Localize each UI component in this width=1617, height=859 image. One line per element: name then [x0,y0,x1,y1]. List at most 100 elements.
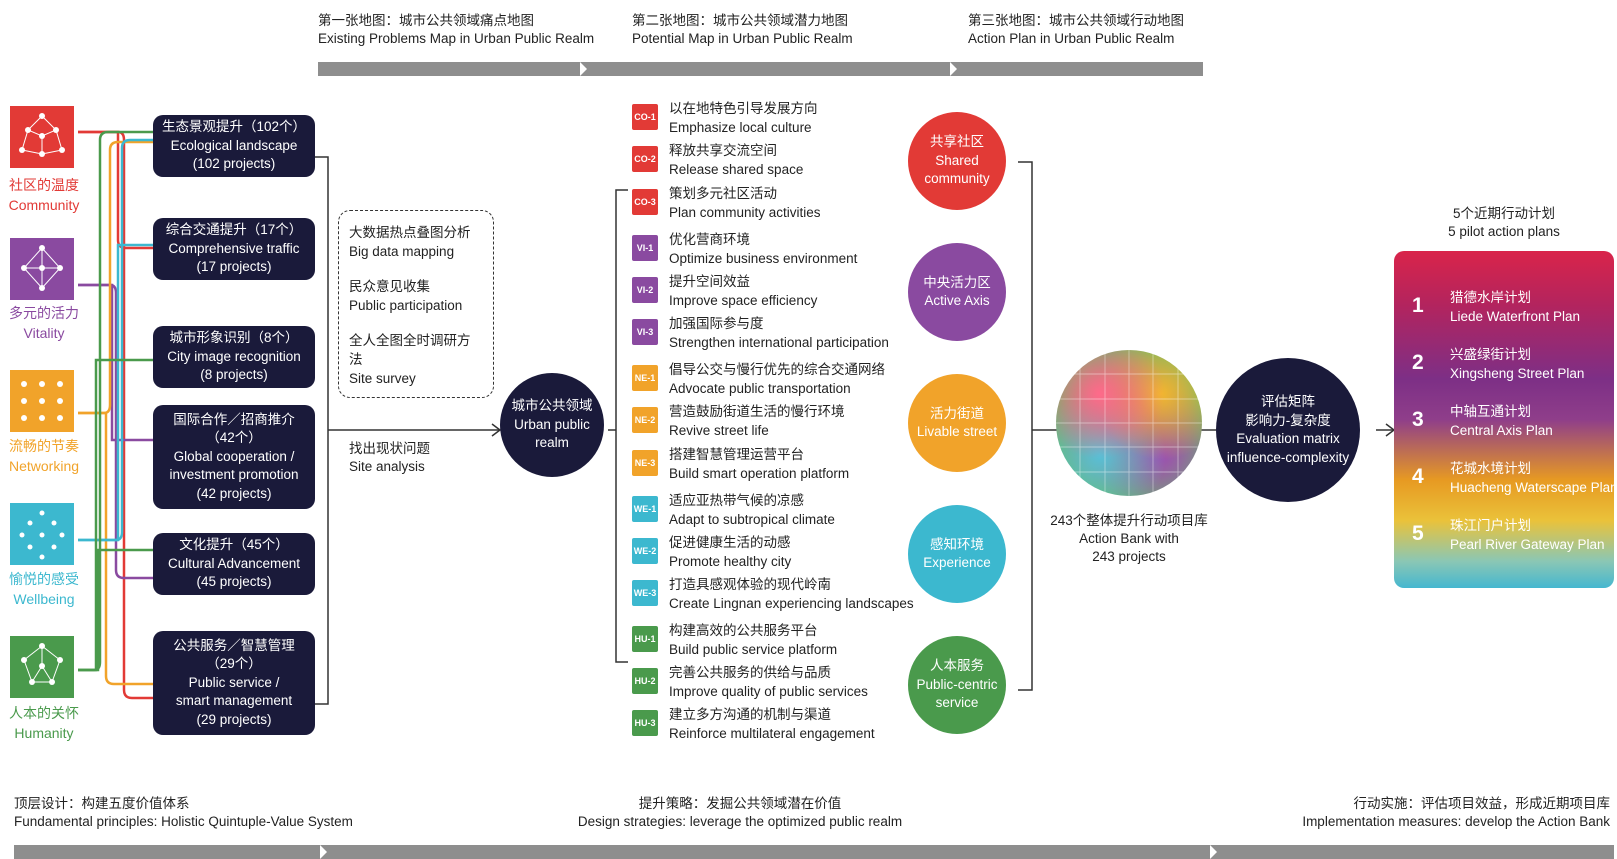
category-count: (102 projects) [192,156,276,172]
methods-box: 大数据热点叠图分析 Big data mapping 民众意见收集 Public… [338,210,494,398]
top-stage-2: 第二张地图：城市公共领域潜力地图 Potential Map in Urban … [632,12,853,48]
strategy-code-badge: NE-2 [632,407,658,433]
strategy-en: Promote healthy city [669,554,792,569]
category-en: Global cooperation / [173,448,295,464]
strategy-zh: 以在地特色引导发展方向 [669,101,818,116]
top-progress-bar [318,62,1203,76]
method-item: 大数据热点叠图分析 Big data mapping [349,223,483,261]
method-zh: 大数据热点叠图分析 [349,225,471,240]
plans-title: 5个近期行动计划 5 pilot action plans [1394,205,1614,241]
plan-zh: 兴盛绿街计划 [1450,347,1531,362]
action-bank-mosaic-icon [1056,350,1202,496]
category-zh-count: （29个） [206,656,262,672]
community-network-icon [10,106,74,168]
plan-number: 2 [1412,351,1424,374]
center-circle-en: Urban public [514,416,590,432]
goal-zh: 共享社区 [930,134,984,150]
value-community-zh: 社区的温度 [9,177,79,193]
plan-en: Xingsheng Street Plan [1450,366,1585,381]
strategy-code-badge: VI-2 [632,277,658,303]
category-ecological-landscape: 生态景观提升（102个） Ecological landscape (102 p… [153,115,315,177]
value-networking-zh: 流畅的节奏 [9,438,79,454]
bottom-stage-1-en: Fundamental principles: Holistic Quintup… [14,814,353,829]
plan-number: 5 [1412,522,1424,545]
strategy-code-badge: HU-3 [632,710,658,736]
site-analysis-zh: 找出现状问题 [349,441,430,456]
strategy-zh: 打造具感观体验的现代岭南 [669,577,831,592]
category-zh: 城市形象识别（8个） [169,330,299,346]
strategy-en: Optimize business environment [669,251,858,266]
plan-zh: 珠江门户计划 [1450,518,1531,533]
strategy-en: Advocate public transportation [669,381,851,396]
method-en: Big data mapping [349,244,455,259]
top-stage-2-zh: 第二张地图：城市公共领域潜力地图 [632,13,848,28]
bottom-progress-bar [14,845,1614,859]
plan-number: 4 [1412,465,1424,488]
value-humanity: 人本的关怀 Humanity [0,703,88,743]
goal-en: Livable street [916,424,998,439]
strategy-code-badge: VI-1 [632,235,658,261]
bottom-stage-1-zh: 顶层设计：构建五度价值体系 [14,796,190,811]
top-stage-3-zh: 第三张地图：城市公共领域行动地图 [968,13,1184,28]
goal-en-2: service [935,695,979,711]
plan-en: Liede Waterfront Plan [1450,309,1581,324]
strategy-code-badge: WE-1 [632,496,658,522]
strategy-zh: 策划多元社区活动 [669,186,777,201]
strategy-en: Adapt to subtropical climate [669,512,835,527]
bottom-stage-3-en: Implementation measures: develop the Act… [1302,814,1610,829]
evaluation-zh-2: 影响力-复杂度 [1245,412,1331,428]
evaluation-matrix-circle: 评估矩阵 影响力-复杂度 Evaluation matrix influence… [1216,358,1360,502]
goal-public-centric-service: 人本服务 Public-centric service [908,636,1006,734]
value-networking-en: Networking [8,458,80,474]
method-zh: 全人全图全时调研方法 [349,333,471,367]
category-en: Ecological landscape [170,137,298,153]
method-item: 全人全图全时调研方法 Site survey [349,331,483,388]
plans-title-zh: 5个近期行动计划 [1452,206,1555,221]
strategy-code-badge: VI-3 [632,319,658,345]
goal-active-axis: 中央活力区 Active Axis [908,243,1006,341]
goal-en: Active Axis [924,293,990,308]
goal-en: Public-centric [916,676,998,692]
category-comprehensive-traffic: 综合交通提升（17个） Comprehensive traffic (17 pr… [153,218,315,280]
category-city-image: 城市形象识别（8个） City image recognition (8 pro… [153,326,315,388]
action-bank-zh: 243个整体提升行动项目库 [1050,513,1208,528]
strategy-code-badge: CO-3 [632,189,658,215]
chevron-divider-icon [580,62,587,76]
chevron-divider-icon [1210,845,1217,859]
evaluation-en-2: influence-complexity [1226,449,1350,465]
top-stage-3: 第三张地图：城市公共领域行动地图 Action Plan in Urban Pu… [968,12,1184,48]
center-circle-en-2: realm [535,435,569,451]
strategy-zh: 加强国际参与度 [669,316,764,331]
strategy-zh: 提升空间效益 [669,274,750,289]
plan-number: 3 [1412,408,1424,431]
center-circle-zh: 城市公共领域 [511,398,593,414]
strategy-en: Emphasize local culture [669,120,812,135]
strategy-code-badge: NE-1 [632,365,658,391]
value-community: 社区的温度 Community [0,175,88,215]
strategy-code-badge: WE-2 [632,538,658,564]
strategy-code-badge: WE-3 [632,580,658,606]
goal-experience: 感知环境 Experience [908,505,1006,603]
plan-zh: 中轴互通计划 [1450,404,1531,419]
goal-zh: 活力街道 [930,405,984,421]
strategy-zh: 释放共享交流空间 [669,143,777,158]
value-vitality-zh: 多元的活力 [9,305,79,321]
value-wellbeing-en: Wellbeing [13,591,75,607]
goal-zh: 中央活力区 [923,274,991,290]
category-en: Cultural Advancement [167,555,301,571]
category-zh-count: （42个） [206,430,262,446]
plan-en: Central Axis Plan [1450,423,1553,438]
category-zh: 公共服务／智慧管理 [173,637,295,653]
strategy-en: Release shared space [669,162,804,177]
strategy-en: Improve space efficiency [669,293,818,308]
bottom-stage-3: 行动实施：评估项目效益，形成近期项目库 Implementation measu… [1250,795,1610,831]
action-bank-en-2: 243 projects [1092,549,1166,564]
method-item: 民众意见收集 Public participation [349,277,483,315]
urban-public-realm-circle: 城市公共领域 Urban public realm [500,373,604,477]
strategy-en: Create Lingnan experiencing landscapes [669,596,914,611]
strategy-zh: 搭建智慧管理运营平台 [669,447,804,462]
plan-zh: 花城水境计划 [1450,461,1531,476]
chevron-divider-icon [320,845,327,859]
goal-zh: 人本服务 [930,658,984,674]
